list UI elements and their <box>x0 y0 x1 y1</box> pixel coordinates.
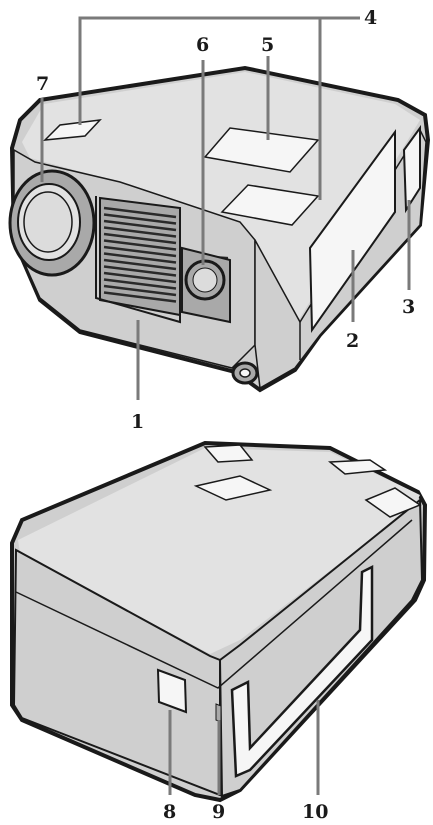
grille-slat <box>103 245 177 258</box>
grille-slat <box>103 291 177 303</box>
rear-top-panel-1 <box>203 444 254 463</box>
top-panel-front <box>220 184 320 226</box>
callout-5: 5 <box>261 34 274 56</box>
grille-slat <box>103 219 177 232</box>
callout-7: 7 <box>36 73 49 95</box>
rear-top-panel-4 <box>364 487 422 518</box>
adjustable-foot-center <box>239 368 251 378</box>
rear-slot <box>215 703 222 723</box>
grille-slat <box>103 271 177 284</box>
top-panel-center <box>203 127 320 173</box>
projector-rear-view <box>10 440 428 803</box>
callout-1: 1 <box>131 411 144 433</box>
callout-6: 6 <box>196 34 209 56</box>
carry-handle <box>230 564 374 778</box>
callout-1-bracket <box>95 196 181 324</box>
grille-slat <box>103 252 177 264</box>
projector-front-view <box>8 65 431 393</box>
callout-2: 2 <box>346 330 359 352</box>
callout-9: 9 <box>212 801 225 823</box>
top-panel-left <box>42 118 102 141</box>
grille-slat <box>103 284 177 297</box>
grille-slat <box>103 258 177 271</box>
leader-4 <box>78 16 360 200</box>
lens-assembly <box>8 169 96 277</box>
grille-slat <box>103 226 177 238</box>
sensor-glass <box>192 267 218 293</box>
side-panel <box>308 128 396 334</box>
top-figure-leaders <box>40 16 411 400</box>
callout-labels: 1 2 3 4 5 6 7 8 9 10 <box>36 7 415 823</box>
rear-top-panel-2 <box>193 475 273 501</box>
rear-ridge-line <box>15 519 413 689</box>
rear-square-plate <box>156 668 188 714</box>
grille-slat <box>103 278 177 290</box>
grille-slat <box>103 239 177 251</box>
lens-glass <box>23 191 73 253</box>
rear-top-face <box>18 448 420 654</box>
grille-slat <box>103 265 177 277</box>
callout-8: 8 <box>163 801 176 823</box>
callout-3: 3 <box>402 296 415 318</box>
callout-4: 4 <box>364 7 377 29</box>
grille-slat <box>103 213 177 225</box>
bottom-figure-leaders <box>168 700 320 795</box>
callout-10: 10 <box>302 801 328 823</box>
rear-panel <box>402 124 421 214</box>
rear-top-panel-3 <box>327 459 388 475</box>
grille-slat <box>103 206 177 219</box>
grille-slat <box>103 232 177 245</box>
